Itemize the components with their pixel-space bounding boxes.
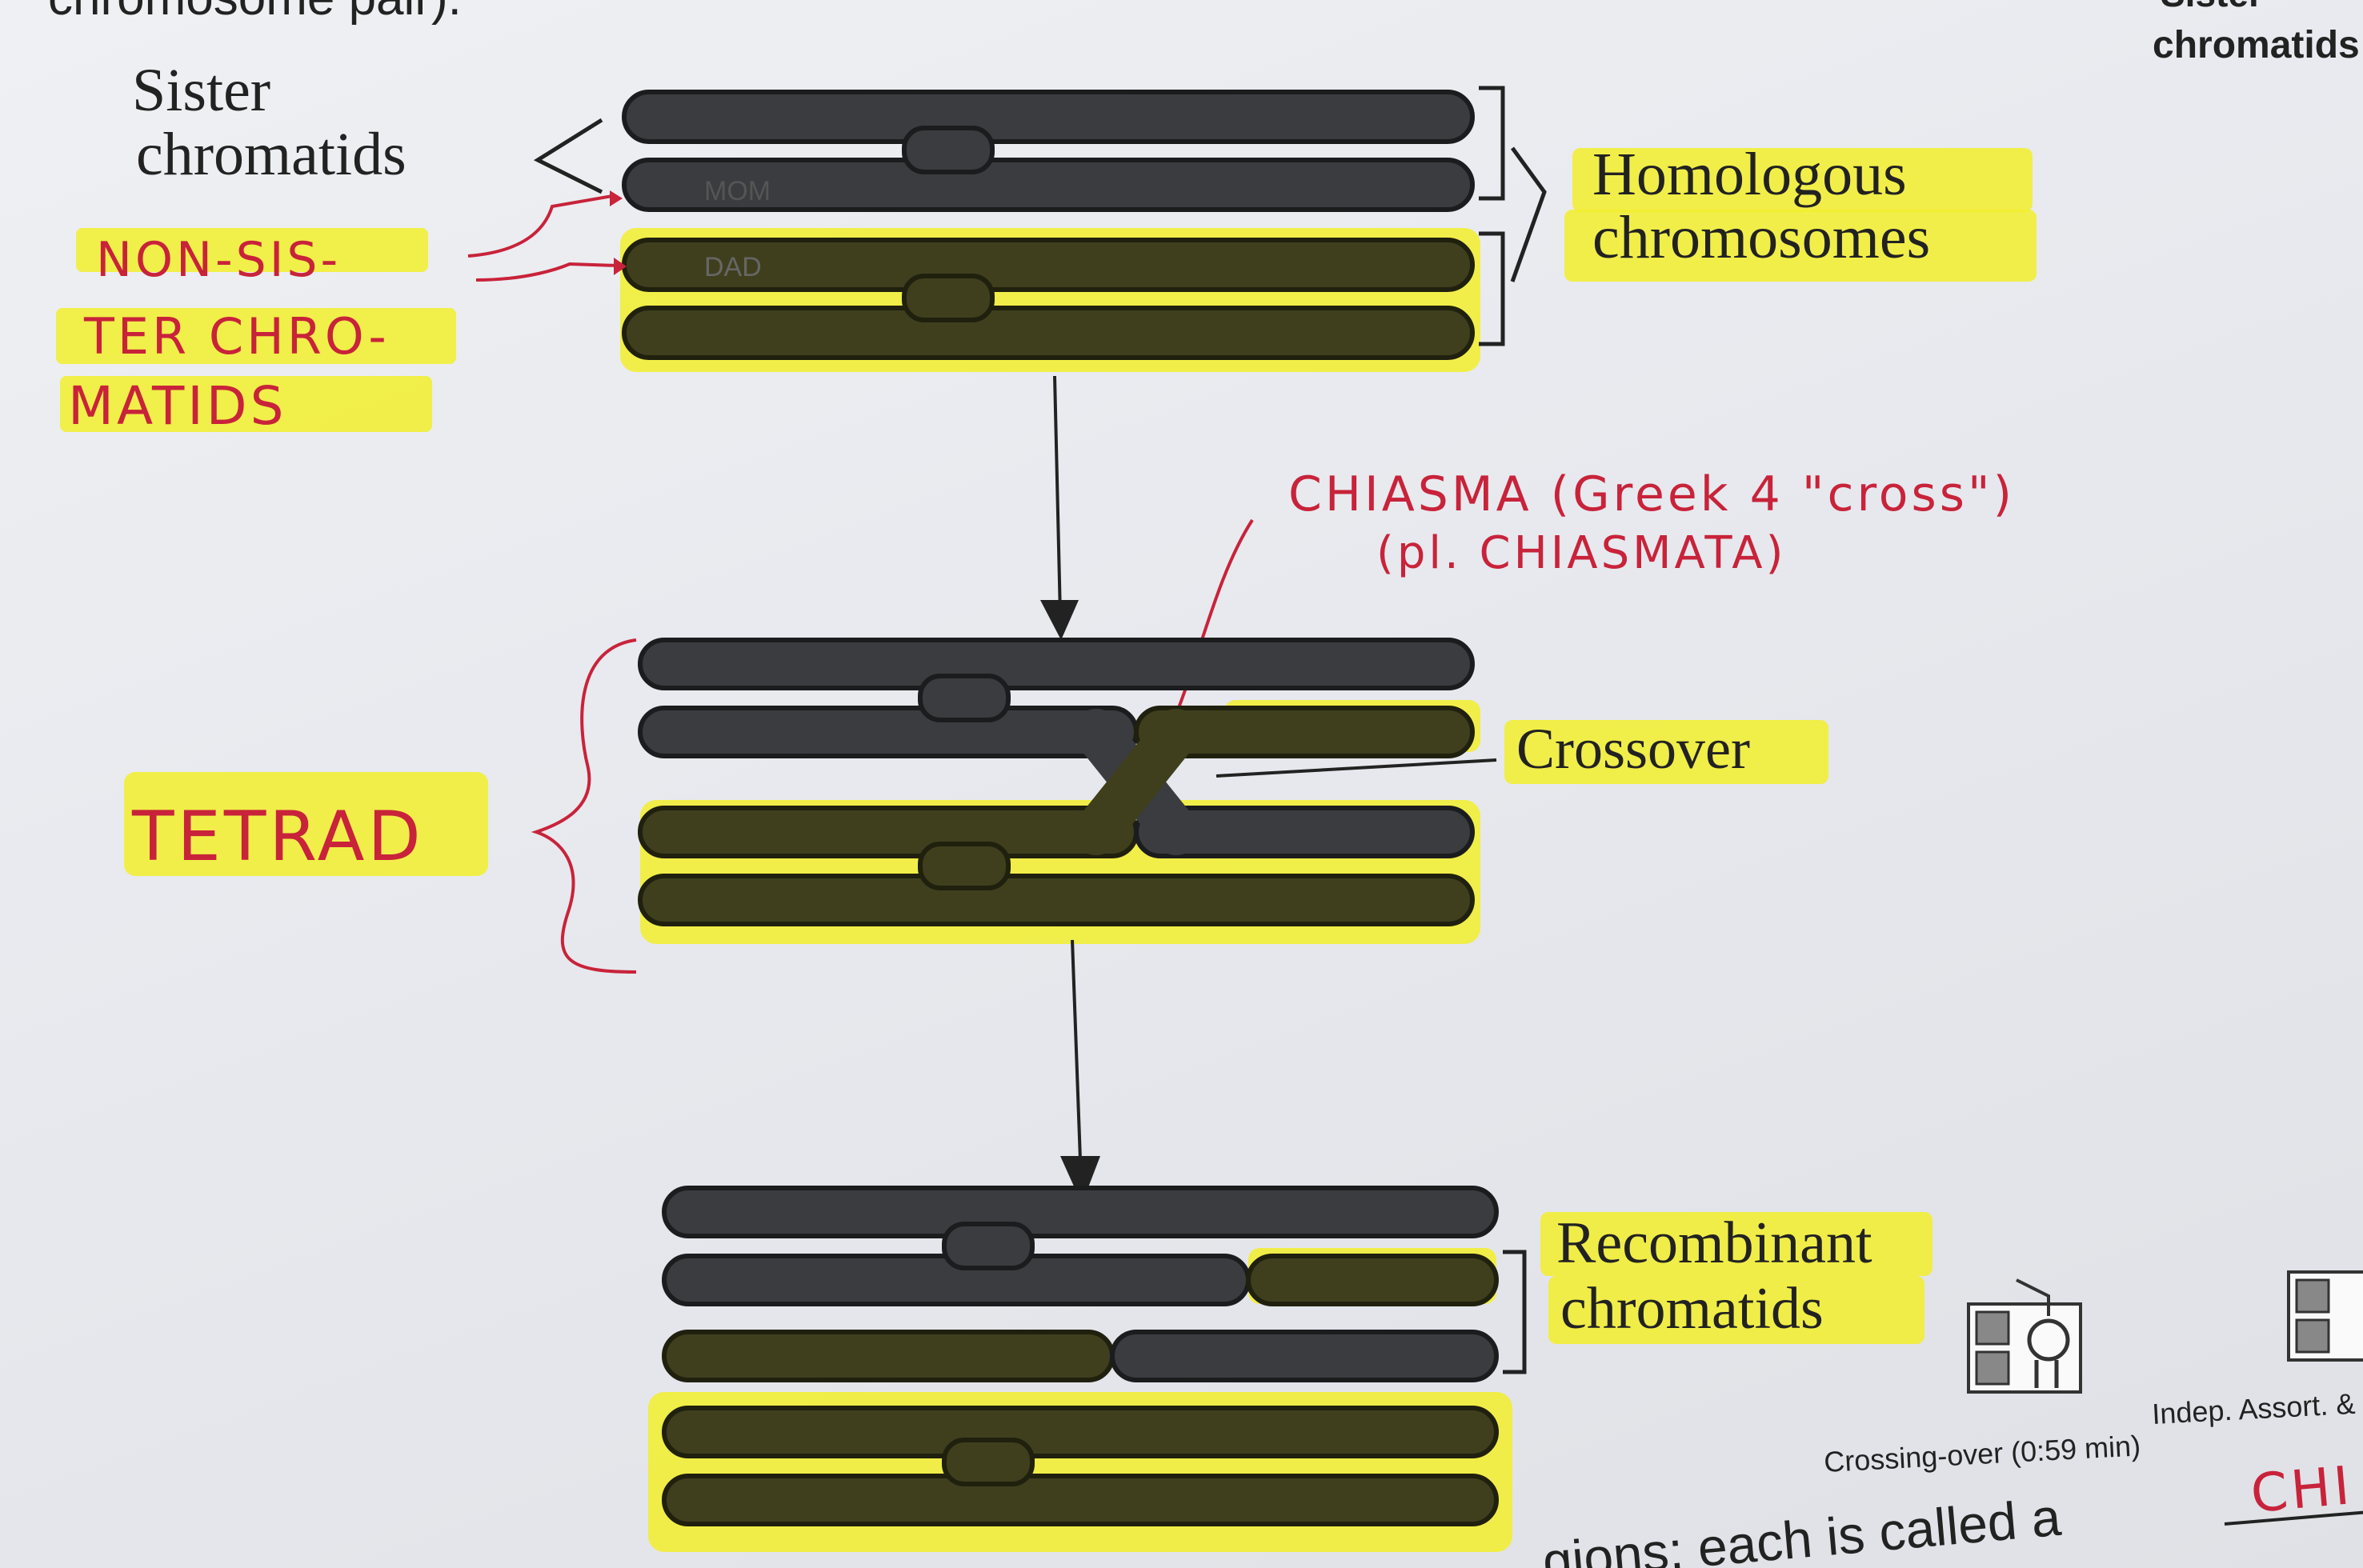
media-icon-1[interactable] xyxy=(1967,1278,2082,1394)
label-chromatids: chromatids xyxy=(136,121,407,188)
bracket-mom xyxy=(1479,86,1505,201)
tetrad-figure xyxy=(638,638,1497,944)
highlight-nonsister-2 xyxy=(56,308,456,364)
tetrad-centromere-2 xyxy=(918,842,1011,890)
tetrad-dad xyxy=(638,706,1475,926)
highlight-chromosomes xyxy=(1564,210,2037,282)
top-cut-text: chromosome pair). xyxy=(48,0,462,26)
media-caption-2[interactable]: Indep. Assort. & Cr xyxy=(2151,1385,2363,1430)
tetrad-mom xyxy=(638,638,1475,758)
label-recombinant: Recombinant xyxy=(1556,1210,1872,1276)
chromosome-mom xyxy=(622,90,1475,212)
arrow-head-2 xyxy=(1060,1156,1100,1204)
crossover-leader xyxy=(1216,758,1497,778)
hand-nonsister-2: TER CHRO- xyxy=(83,307,390,366)
tetrad-chromatid-2a xyxy=(638,706,1139,758)
homologous-pair-figure: MOM DAD xyxy=(533,86,1547,372)
nonsister-arrowhead-1 xyxy=(610,190,623,206)
chiasma-pointer xyxy=(1171,518,1254,725)
chromatid-mom-2 xyxy=(622,158,1475,212)
label-crossover: Crossover xyxy=(1516,717,1750,781)
tetrad-chromatid-2b xyxy=(1134,706,1475,758)
bracket-dad xyxy=(1479,231,1505,346)
highlight-crossover xyxy=(1504,720,1828,784)
dad-tag: DAD xyxy=(704,252,762,282)
answer-blank-line xyxy=(2224,1510,2363,1526)
arrow-shaft-2 xyxy=(1071,939,1082,1161)
tetrad-chromatid-4 xyxy=(638,874,1475,926)
hand-blank-answer: CHI xyxy=(2249,1454,2355,1525)
highlight-homologous xyxy=(1572,148,2033,212)
chromatid-mom-1 xyxy=(622,90,1475,144)
recombinant-centromere-1 xyxy=(942,1222,1035,1270)
hand-chiasma-1: CHIASMA (Greek 4 "cross") xyxy=(1288,466,2015,522)
bracket-join xyxy=(1510,146,1547,282)
chromatid-dad-2 xyxy=(622,306,1475,360)
nonsister-arrowhead-2 xyxy=(614,258,627,275)
top-right-chromatids: chromatids xyxy=(2153,24,2360,66)
tetrad-brace xyxy=(531,638,637,974)
highlight-nonsister-3 xyxy=(60,376,432,432)
top-right-sister: Sister xyxy=(2161,0,2263,14)
bracket-recombinant xyxy=(1503,1250,1527,1374)
tetrad-chromatid-1 xyxy=(638,638,1475,690)
recombinant-lower xyxy=(662,1406,1499,1526)
tetrad-centromere-1 xyxy=(918,674,1011,722)
highlight-recombinant xyxy=(1540,1212,1932,1276)
nonsister-pointer-2 xyxy=(475,262,619,282)
media-icon-2[interactable] xyxy=(2287,1270,2363,1362)
centromere-mom xyxy=(902,126,995,174)
sister-pointer xyxy=(533,118,603,194)
recombinant-upper xyxy=(662,1186,1499,1306)
hand-nonsister-1: NON-SIS- xyxy=(96,232,341,288)
label-sister: Sister xyxy=(132,57,270,124)
arrow-shaft-1 xyxy=(1053,375,1062,617)
bottom-text: gions: each is called a xyxy=(1540,1487,2064,1568)
recombinant-chromatid-1 xyxy=(662,1186,1499,1238)
label-recombinant-chromatids: chromatids xyxy=(1560,1276,1824,1342)
nonsister-pointer-1 xyxy=(467,194,613,258)
cross-strand-yellow xyxy=(1073,709,1200,855)
hand-tetrad: TETRAD xyxy=(131,797,424,877)
recombinant-chromatid-5 xyxy=(662,1474,1499,1526)
recombinant-chromatid-2b xyxy=(1246,1254,1499,1306)
media-caption-1[interactable]: Crossing-over (0:59 min) xyxy=(1823,1429,2141,1478)
centromere-dad xyxy=(902,274,995,322)
mom-tag: MOM xyxy=(704,176,771,206)
highlight-nonsister-1 xyxy=(76,228,428,272)
highlight-recombinant-2 xyxy=(1548,1276,1924,1344)
hand-nonsister-3: MATIDS xyxy=(68,375,286,437)
label-chromosomes: chromosomes xyxy=(1592,204,1930,271)
highlight-tetrad xyxy=(124,772,488,876)
recombinant-chromatid-4 xyxy=(662,1406,1499,1458)
arrow-head-1 xyxy=(1040,600,1079,640)
recombinant-chromatid-3a xyxy=(662,1330,1115,1382)
hand-chiasma-2: (pl. CHIASMATA) xyxy=(1376,527,1786,579)
recombinant-chromatid-3b xyxy=(1110,1330,1499,1382)
tetrad-chromatid-3b xyxy=(1134,806,1475,858)
tetrad-chromatid-3a xyxy=(638,806,1139,858)
recombinant-figure xyxy=(648,1186,1527,1552)
label-homologous: Homologous xyxy=(1592,141,1907,208)
recombinant-centromere-2 xyxy=(942,1438,1035,1486)
